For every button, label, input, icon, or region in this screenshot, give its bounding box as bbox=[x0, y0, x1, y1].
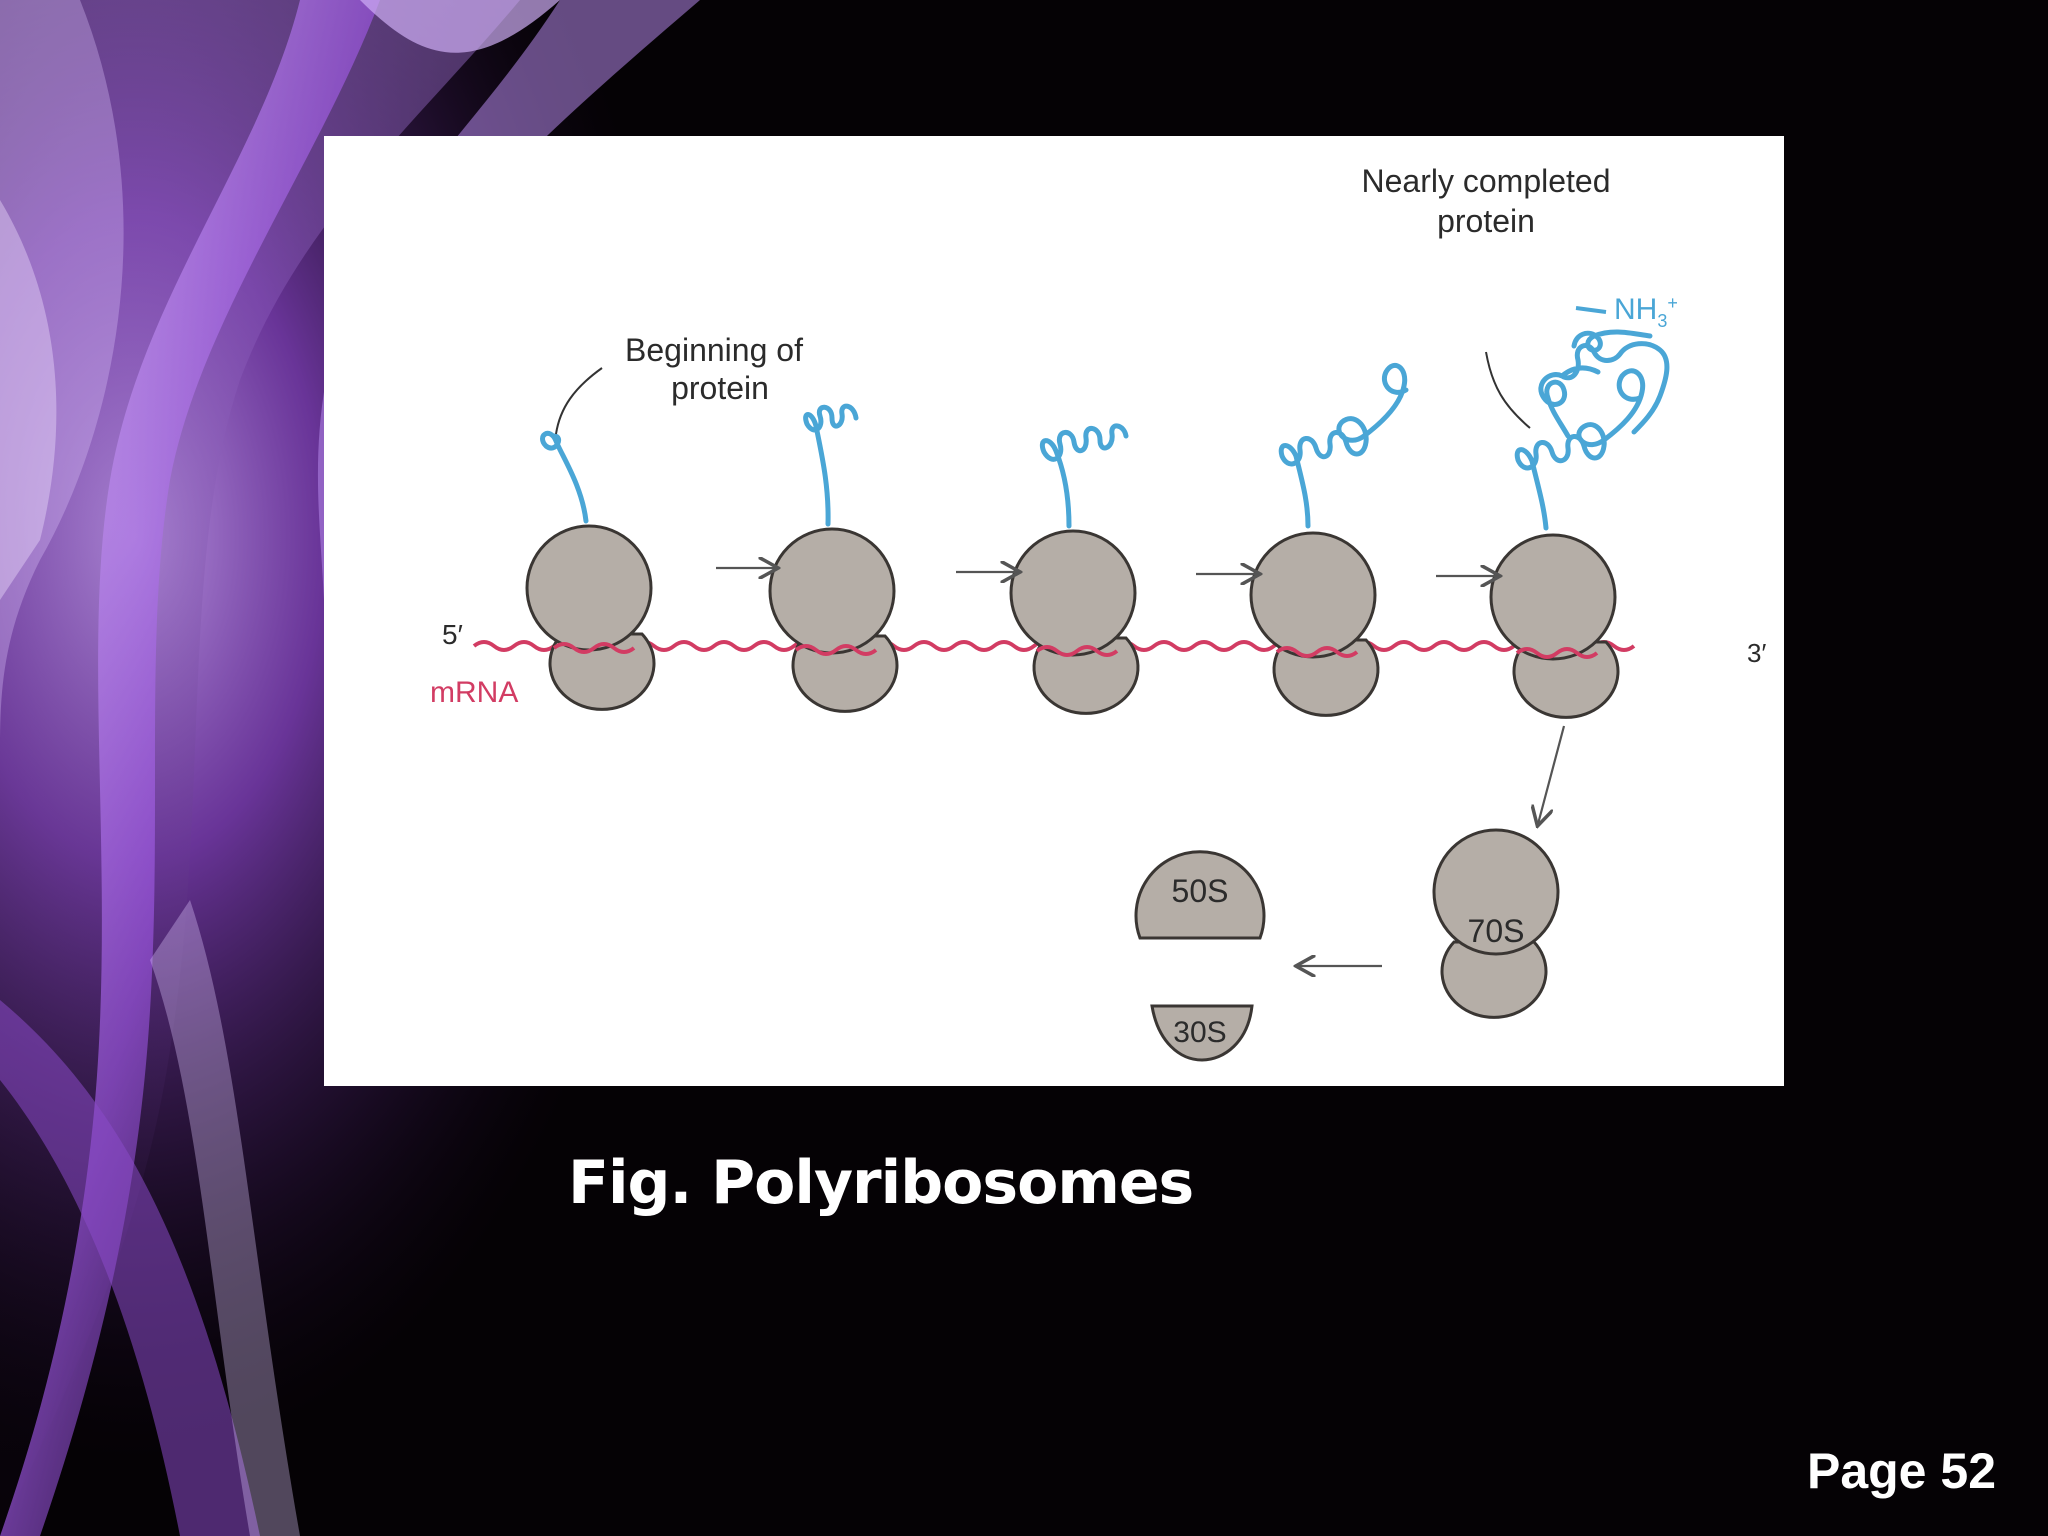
label-beginning-line1: Beginning of bbox=[625, 332, 803, 368]
subunit-30s bbox=[1150, 1004, 1254, 1062]
ribosome-1 bbox=[525, 524, 656, 711]
ribosome-2 bbox=[768, 527, 899, 713]
protein-chain-4 bbox=[1278, 363, 1409, 529]
label-30s: 30S bbox=[1173, 1016, 1226, 1049]
ribosome-3 bbox=[1009, 529, 1140, 715]
polyribosome-diagram: Beginning of protein Nearly completed pr… bbox=[430, 163, 1766, 1062]
label-nearly-line2: protein bbox=[1437, 203, 1535, 239]
protein-chain-2 bbox=[803, 403, 859, 527]
label-mrna: mRNA bbox=[430, 676, 518, 709]
label-pointers bbox=[555, 351, 1531, 435]
progress-arrows bbox=[716, 568, 1566, 966]
nh3-tail bbox=[1575, 306, 1607, 314]
page-number: Page 52 bbox=[1806, 1443, 1996, 1499]
protein-chains bbox=[540, 329, 1670, 531]
protein-chain-5 bbox=[1514, 329, 1670, 531]
label-50s: 50S bbox=[1172, 873, 1229, 909]
protein-chain-3 bbox=[1040, 423, 1129, 529]
protein-chain-1 bbox=[540, 430, 589, 524]
ribosome-70s bbox=[1432, 828, 1560, 1019]
label-5prime: 5′ bbox=[442, 619, 463, 650]
subunit-50s bbox=[1134, 850, 1266, 940]
pointer-nearly bbox=[1485, 351, 1531, 429]
ribosome-5 bbox=[1489, 533, 1620, 719]
mrna-overlay bbox=[552, 642, 1599, 659]
label-3prime: 3′ bbox=[1747, 638, 1766, 668]
label-nh3: NH3+ bbox=[1614, 293, 1678, 331]
label-beginning-line2: protein bbox=[671, 370, 769, 406]
figure-caption: Fig. Polyribosomes bbox=[568, 1148, 1194, 1218]
arrow-down-release bbox=[1538, 725, 1566, 824]
figure-panel: Beginning of protein Nearly completed pr… bbox=[324, 136, 1784, 1086]
label-nearly-line1: Nearly completed bbox=[1362, 163, 1611, 199]
label-70s: 70S bbox=[1468, 913, 1525, 949]
pointer-beginning bbox=[555, 367, 603, 435]
ribosome-4 bbox=[1249, 531, 1380, 717]
